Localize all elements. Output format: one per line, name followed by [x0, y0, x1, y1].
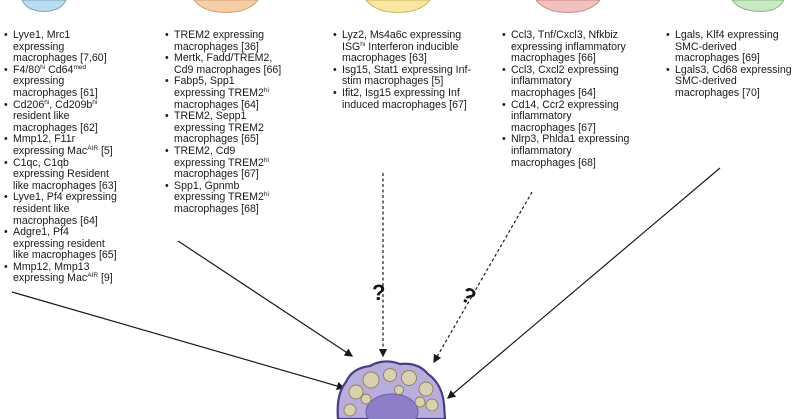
inflammatory-macrophage-cell	[535, 0, 601, 13]
interferon-list-item: Lyz2, Ms4a6c expressing ISGhi Interferon…	[333, 29, 473, 65]
trem2-list-item: TREM2, Cd9 expressing TREM2hi macrophage…	[165, 145, 285, 181]
arrow-smc-derived	[447, 167, 721, 399]
superscript: AIR	[87, 144, 99, 152]
superscript: hi	[263, 191, 269, 199]
trem2-list-item: TREM2 expressing macrophages [36]	[165, 29, 285, 53]
interferon-list-item: Ifit2, Isg15 expressing Inf induced macr…	[333, 87, 473, 111]
resident-list-item: Cd206hi, Cd209bhi resident like macropha…	[4, 98, 122, 135]
resident-list-item: Lyve1, Mrc1 expressing macrophages [7,60…	[4, 29, 122, 65]
interferon-macrophage-cell	[365, 0, 431, 13]
superscript: hi	[44, 98, 50, 106]
superscript: hi	[263, 86, 269, 94]
inflammatory-list-item: Ccl3, Tnf/Cxcl3, Nfkbiz expressing infla…	[502, 29, 632, 65]
inflammatory-list-item: Ccl3, Cxcl2 expressing inflammatory macr…	[502, 64, 632, 100]
resident-list-item: F4/80hi Cd64med expressing macrophages […	[4, 63, 122, 100]
trem2-macrophage-cell	[193, 0, 259, 13]
trem2-list-item: Fabp5, Spp1 expressing TREM2hi macrophag…	[165, 76, 285, 111]
superscript: hi	[360, 40, 366, 48]
target-macrophage-cell	[336, 360, 447, 419]
resident-list-item: Adgre1, Pf4 expressing resident like mac…	[4, 226, 122, 262]
question-mark-inflammatory: ?	[457, 282, 481, 310]
interferon-list-item: Isg15, Stat1 expressing Inf-stim macroph…	[333, 64, 473, 88]
resident-macrophage-cell	[21, 0, 67, 12]
superscript: AIR	[87, 272, 99, 280]
trem2-list-item: Mertk, Fadd/TREM2, Cd9 macrophages [66]	[165, 52, 285, 76]
arrow-resident	[177, 240, 354, 357]
resident-list-item: Mmp12, F11r expressing MacAIR [5]	[4, 133, 122, 157]
superscript: hi	[263, 156, 269, 164]
column-inflammatory-macrophages: Ccl3, Tnf/Cxcl3, Nfkbiz expressing infla…	[502, 29, 632, 169]
inflammatory-list-item: Nlrp3, Phlda1 expressing inflammatory ma…	[502, 134, 632, 169]
resident-list-item: C1qc, C1qb expressing Resident like macr…	[4, 157, 122, 193]
column-trem2-macrophages: TREM2 expressing macrophages [36]Mertk, …	[165, 29, 285, 216]
resident-list-item: Lyve1, Pf4 expressing resident like macr…	[4, 192, 122, 227]
superscript: med	[73, 63, 87, 71]
arrow-trem2	[11, 291, 346, 391]
resident-list-item: Mmp12, Mmp13 expressing MacAIR [9]	[4, 261, 122, 285]
column-smc-derived-macrophages: Lgals, Klf4 expressing SMC-derived macro…	[666, 29, 798, 100]
inflammatory-list-item: Cd14, Ccr2 expressing inflammatory macro…	[502, 99, 632, 135]
trem2-list-item: Spp1, Gpnmb expressing TREM2hi macrophag…	[165, 180, 285, 216]
question-mark-interferon: ?	[372, 280, 385, 305]
superscript: hi	[92, 98, 98, 106]
column-interferon-macrophages: Lyz2, Ms4a6c expressing ISGhi Interferon…	[333, 29, 473, 111]
smc-derived-macrophage-cell	[731, 0, 785, 12]
superscript: hi	[40, 63, 46, 71]
trem2-list-item: TREM2, Sepp1 expressing TREM2 macrophage…	[165, 110, 285, 146]
smc-derived-list-item: Lgals3, Cd68 expressing SMC-derived macr…	[666, 64, 798, 100]
column-resident-macrophages: Lyve1, Mrc1 expressing macrophages [7,60…	[4, 29, 122, 285]
arrow-inflammatory-dashed	[433, 191, 533, 364]
smc-derived-list-item: Lgals, Klf4 expressing SMC-derived macro…	[666, 29, 798, 65]
